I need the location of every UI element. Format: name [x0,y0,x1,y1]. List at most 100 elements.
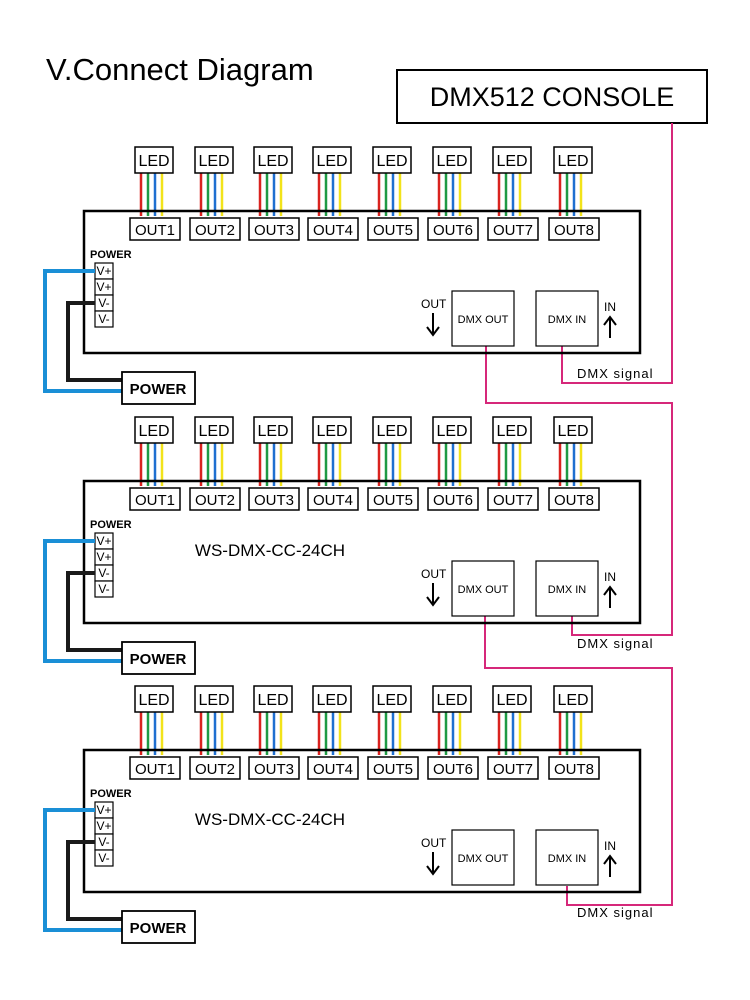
power-terminal-label: V- [98,851,109,865]
dmx-in-port [535,290,599,347]
dmx-out-label: DMX OUT [458,853,509,865]
output-label: OUT2 [195,492,235,509]
model-label: WS-DMX-CC-24CH [195,541,345,560]
dmx-in-label: DMX IN [548,314,587,326]
led-connector-8 [553,685,593,713]
power-supply-label: POWER [130,920,187,937]
output-terminal-7 [487,487,539,511]
led-connector-6 [432,416,472,444]
dmx-out-port [451,829,515,886]
up-arrow-icon [603,854,617,865]
output-label: OUT4 [313,222,353,239]
output-terminal-3 [248,756,300,780]
dmx-signal-wire-3 [484,616,673,906]
output-terminal-2 [189,487,241,511]
output-label: OUT5 [373,761,413,778]
dmx-in-port [535,560,599,617]
power-terminal-label: V- [98,312,109,326]
output-terminal-3 [248,487,300,511]
power-block-title: POWER [90,519,132,531]
led-label: LED [496,692,527,709]
led-connector-1 [134,146,174,174]
led-connector-8 [553,416,593,444]
output-label: OUT4 [313,761,353,778]
output-terminal-2 [189,217,241,241]
power-negative-wire [66,840,122,921]
output-label: OUT8 [554,492,594,509]
out-direction-label: OUT [421,567,447,581]
output-terminal-8 [548,217,600,241]
led-label: LED [316,423,347,440]
led-connector-2 [194,416,234,444]
led-label: LED [316,153,347,170]
led-label: LED [376,692,407,709]
up-arrow-icon [603,585,617,596]
output-terminal-8 [548,756,600,780]
power-positive-wire [43,539,122,663]
led-connector-6 [432,146,472,174]
power-terminal-label: V+ [96,264,111,278]
power-terminal-label: V+ [96,534,111,548]
output-label: OUT5 [373,222,413,239]
power-positive-wire [43,269,122,393]
down-arrow-icon [426,865,440,876]
power-terminal-4 [94,310,114,328]
output-label: OUT3 [254,492,294,509]
dmx-out-port [451,560,515,617]
in-direction-label: IN [604,300,616,314]
output-label: OUT7 [493,222,533,239]
power-terminal-4 [94,580,114,598]
led-connector-2 [194,685,234,713]
power-supply-label: POWER [130,651,187,668]
led-connector-3 [253,146,293,174]
led-label: LED [376,153,407,170]
dmx-signal-label: DMX signal [577,905,653,920]
power-terminal-label: V+ [96,803,111,817]
led-connector-1 [134,685,174,713]
power-terminal-label: V+ [96,280,111,294]
led-connector-6 [432,685,472,713]
output-terminal-5 [367,487,419,511]
output-terminal-6 [427,217,479,241]
in-direction-label: IN [604,570,616,584]
output-terminal-5 [367,217,419,241]
power-terminal-4 [94,849,114,867]
led-label: LED [257,153,288,170]
led-label: LED [496,153,527,170]
power-positive-wire [43,808,122,932]
diagram-title: V.Connect Diagram [46,52,314,87]
output-label: OUT7 [493,761,533,778]
dmx-out-port [451,290,515,347]
power-supply-box [121,371,196,405]
power-negative-wire [66,301,122,382]
down-arrow-icon [426,326,440,337]
led-connector-3 [253,416,293,444]
led-label: LED [257,692,288,709]
output-terminal-2 [189,756,241,780]
power-supply-box [121,910,196,944]
led-connector-7 [492,416,532,444]
led-connector-2 [194,146,234,174]
output-terminal-1 [129,487,181,511]
decoder-box [82,748,642,894]
led-label: LED [436,153,467,170]
output-label: OUT3 [254,761,294,778]
output-label: OUT6 [433,761,473,778]
decoder-box [82,479,642,625]
power-terminal-label: V- [98,566,109,580]
output-terminal-7 [487,217,539,241]
led-label: LED [257,423,288,440]
output-terminal-6 [427,756,479,780]
led-connector-7 [492,146,532,174]
led-label: LED [138,423,169,440]
out-direction-label: OUT [421,297,447,311]
output-terminal-4 [307,756,359,780]
output-label: OUT2 [195,222,235,239]
output-terminal-8 [548,487,600,511]
decoder-box [82,209,642,355]
dmx-signal-wire-1 [561,123,673,384]
output-label: OUT1 [135,222,175,239]
